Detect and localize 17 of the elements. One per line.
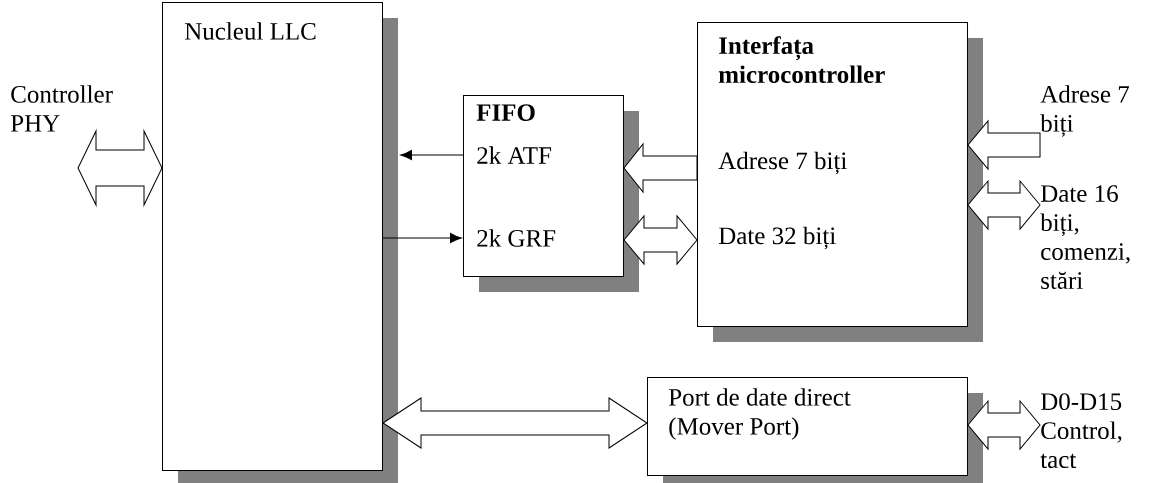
block-arrow	[623, 215, 698, 265]
block-arrow	[967, 400, 1041, 450]
block-arrow	[77, 130, 163, 206]
block-arrow	[382, 397, 648, 449]
signal-label: Adrese 7 biți	[1040, 85, 1130, 137]
signal-label: Controller PHY	[10, 85, 113, 132]
block-arrow	[623, 143, 698, 193]
block-box: Port de date direct (Mover Port)	[647, 377, 983, 483]
block-box: FIFO 2k ATF 2k GRF	[463, 95, 639, 292]
block-box: Nucleul LLC	[162, 2, 398, 483]
signal-label: Date 16 biți, comenzi, stări	[1040, 185, 1130, 289]
block-box: Interfața microcontroller Adrese 7 biți Date 32 biți	[697, 22, 983, 342]
block-arrow	[967, 180, 1041, 230]
arrow	[382, 232, 462, 244]
signal-label: D0-D15 Control, tact	[1040, 393, 1122, 469]
arrow	[400, 149, 464, 161]
block-arrow	[967, 120, 1041, 170]
